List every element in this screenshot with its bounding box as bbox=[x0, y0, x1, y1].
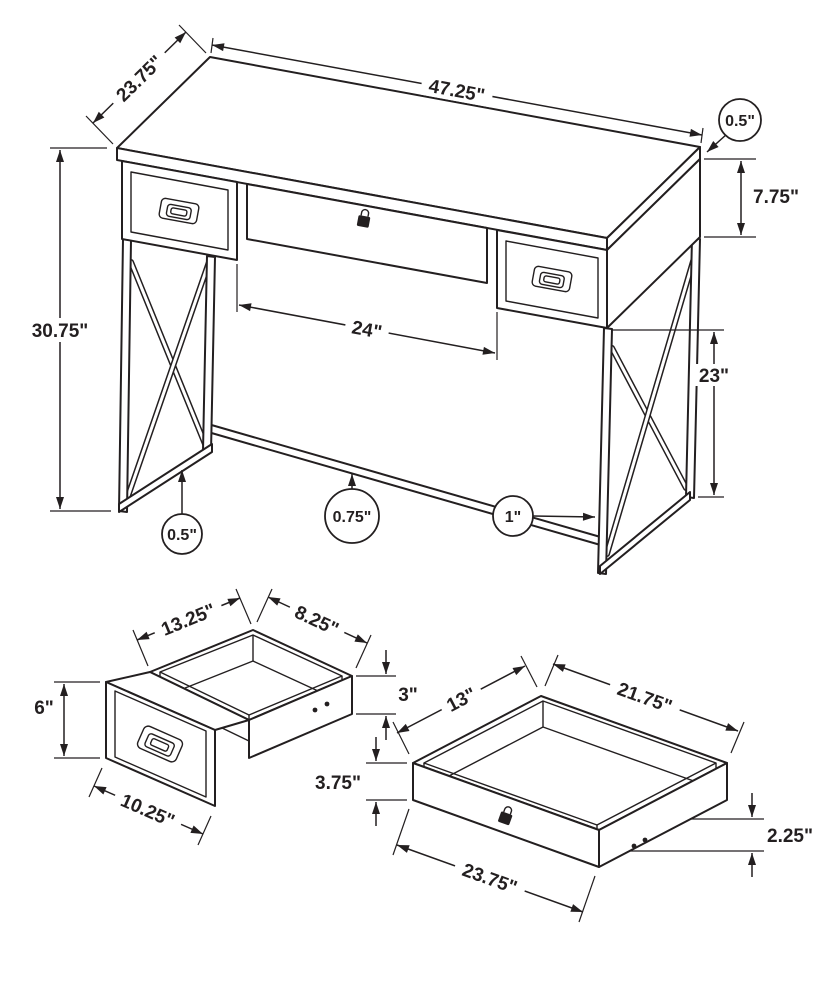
dim-clearance-height: 23" bbox=[611, 329, 736, 498]
label-large-front-width: 23.75" bbox=[459, 860, 519, 899]
dim-knee-width: 24" bbox=[236, 264, 498, 360]
label-desk-depth: 23.75" bbox=[112, 52, 167, 107]
label-large-left-height: 3.75" bbox=[315, 773, 361, 794]
dim-small-front-height: 6" bbox=[34, 681, 100, 759]
right-front-leg bbox=[597, 327, 613, 575]
screw-dot bbox=[642, 837, 648, 843]
label-leg-thickness: 1" bbox=[505, 509, 521, 526]
label-large-width: 21.75" bbox=[614, 679, 674, 718]
desk-drawing bbox=[116, 56, 701, 575]
small-drawer-front-panel bbox=[105, 681, 216, 807]
right-drawer-handle-icon bbox=[531, 265, 573, 293]
right-floor-rail bbox=[599, 491, 691, 575]
left-drawer-inset bbox=[130, 171, 229, 251]
dim-large-right-height: 2.25" bbox=[629, 793, 813, 877]
screw-dot bbox=[631, 843, 637, 849]
large-drawer-drawing bbox=[412, 695, 728, 868]
large-drawer-right-face bbox=[598, 762, 728, 868]
dim-frame-thickness: 0.5" bbox=[161, 470, 203, 555]
label-overall-height: 30.75" bbox=[32, 321, 89, 342]
small-drawer-handle-icon bbox=[136, 725, 184, 763]
right-drawer-inset bbox=[505, 240, 599, 319]
label-small-depth: 13.25" bbox=[158, 600, 218, 641]
left-drawer-handle-icon bbox=[158, 197, 200, 225]
label-top-thickness: 0.5" bbox=[725, 113, 755, 130]
dim-top-thickness: 0.5" bbox=[706, 98, 762, 153]
left-front-leg bbox=[118, 238, 132, 513]
label-small-front-width: 10.25" bbox=[117, 790, 177, 832]
dim-overall-height: 30.75" bbox=[24, 147, 111, 512]
label-small-front-height: 6" bbox=[34, 698, 54, 719]
label-drawer-height: 7.75" bbox=[753, 187, 799, 208]
label-small-box-height: 3" bbox=[398, 685, 418, 706]
left-floor-rail bbox=[118, 443, 213, 513]
stretcher-bar bbox=[207, 423, 605, 547]
small-drawer-right-wall bbox=[248, 675, 353, 759]
left-rear-leg bbox=[202, 255, 216, 453]
dim-large-left-height: 3.75" bbox=[315, 737, 407, 826]
center-drawer-lock-icon bbox=[356, 208, 371, 228]
label-knee-width: 24" bbox=[350, 317, 383, 343]
right-unit-side-panel bbox=[606, 158, 701, 329]
dim-leg-thickness: 1" bbox=[492, 495, 596, 537]
left-leg-assembly bbox=[118, 238, 216, 513]
label-clearance-height: 23" bbox=[699, 366, 729, 387]
large-drawer-lock-icon bbox=[498, 806, 513, 826]
dim-drawer-height: 7.75" bbox=[704, 158, 799, 238]
small-drawer-drawing bbox=[105, 629, 353, 807]
screw-dot bbox=[324, 701, 330, 707]
label-frame-thickness: 0.5" bbox=[167, 527, 197, 544]
center-drawer-front bbox=[246, 183, 488, 284]
screw-dot bbox=[312, 707, 318, 713]
dim-stretcher-thickness: 0.75" bbox=[324, 474, 380, 544]
label-stretcher-thickness: 0.75" bbox=[333, 509, 372, 526]
label-large-right-height: 2.25" bbox=[767, 826, 813, 847]
